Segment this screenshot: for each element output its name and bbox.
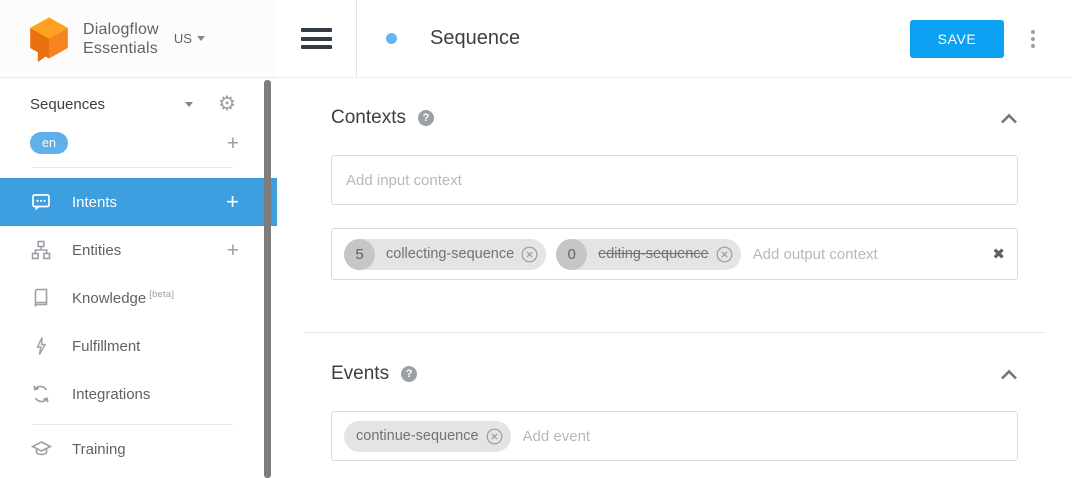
- event-field[interactable]: [522, 427, 1005, 445]
- more-options-button[interactable]: [1027, 26, 1039, 52]
- input-context-box: [331, 155, 1018, 205]
- events-heading: Events: [331, 363, 390, 384]
- lightning-icon: [30, 336, 52, 356]
- sitemap-icon: [30, 240, 52, 260]
- input-context-field[interactable]: [346, 171, 1005, 189]
- beta-badge: [beta]: [149, 289, 175, 300]
- contexts-section-header: Contexts ?: [331, 107, 1018, 129]
- intent-status-dot: [386, 33, 397, 44]
- remove-context-icon[interactable]: [521, 246, 538, 263]
- event-chip[interactable]: continue-sequence: [344, 420, 511, 452]
- intent-name-field[interactable]: Sequence: [430, 27, 521, 49]
- sidebar: Dialogflow Essentials US Sequences ⚙ en …: [0, 0, 277, 478]
- remove-event-icon[interactable]: [486, 428, 503, 445]
- clear-contexts-icon[interactable]: ✖: [992, 246, 1005, 263]
- output-context-box: 5 collecting-sequence 0 editing-sequence: [331, 228, 1018, 280]
- menu-toggle-button[interactable]: [277, 28, 356, 49]
- sync-icon: [30, 384, 52, 404]
- sidebar-divider: [32, 167, 233, 168]
- sidebar-item-label: Fulfillment: [72, 337, 141, 355]
- lifespan-badge[interactable]: 0: [556, 238, 588, 270]
- dialogflow-logo: [30, 16, 68, 62]
- intent-form: Contexts ? 5 collecting-sequence: [277, 78, 1072, 478]
- sidebar-nav: Intents + Entities +: [0, 178, 277, 473]
- language-row: en +: [0, 125, 277, 161]
- chevron-up-icon: [1001, 113, 1017, 124]
- remove-context-icon[interactable]: [716, 246, 733, 263]
- context-chip-label: editing-sequence: [598, 246, 709, 262]
- book-icon: [30, 288, 52, 308]
- events-box: continue-sequence: [331, 411, 1018, 461]
- add-intent-button[interactable]: +: [226, 189, 239, 214]
- kebab-icon: [1031, 29, 1035, 34]
- brand-line2: Essentials: [83, 39, 158, 57]
- gear-icon[interactable]: ⚙: [218, 93, 236, 115]
- events-section: Events ? continue-sequence: [331, 363, 1018, 461]
- chat-bubble-icon: [30, 192, 52, 212]
- sidebar-item-fulfillment[interactable]: Fulfillment: [0, 322, 277, 370]
- chevron-up-icon: [1001, 369, 1017, 380]
- save-button[interactable]: SAVE: [910, 19, 1004, 58]
- output-context-chip[interactable]: 5 collecting-sequence: [344, 238, 547, 270]
- help-icon[interactable]: ?: [401, 366, 418, 382]
- chevron-down-icon: [196, 36, 205, 41]
- sidebar-item-training[interactable]: Training: [0, 425, 277, 473]
- sidebar-item-integrations[interactable]: Integrations: [0, 370, 277, 418]
- collapse-contexts-button[interactable]: [1000, 112, 1018, 124]
- add-entity-button[interactable]: +: [226, 238, 239, 262]
- region-label: US: [173, 31, 192, 46]
- agent-selector-row: Sequences ⚙: [0, 83, 277, 125]
- sidebar-scrollbar[interactable]: [264, 80, 271, 478]
- section-divider: [304, 332, 1045, 333]
- header-divider: [356, 0, 357, 77]
- events-section-header: Events ?: [331, 363, 1018, 385]
- agent-name[interactable]: Sequences: [30, 95, 106, 113]
- sidebar-item-label: Entities: [72, 241, 122, 259]
- help-icon[interactable]: ?: [417, 110, 434, 126]
- sidebar-item-label: Integrations: [72, 385, 151, 403]
- agent-chevron-down-icon[interactable]: [185, 101, 193, 107]
- main-panel: Sequence SAVE Contexts ?: [277, 0, 1072, 478]
- brand-name: Dialogflow Essentials: [83, 20, 159, 58]
- sidebar-item-label: Knowledge[beta]: [72, 289, 175, 307]
- output-context-chip[interactable]: 0 editing-sequence: [556, 238, 741, 270]
- brand-line1: Dialogflow: [83, 20, 159, 38]
- sidebar-item-label: Training: [72, 440, 126, 458]
- hamburger-icon: [301, 28, 332, 49]
- contexts-heading: Contexts: [331, 107, 406, 128]
- region-selector[interactable]: US: [174, 31, 205, 46]
- add-language-button[interactable]: +: [226, 131, 239, 155]
- output-context-field[interactable]: [752, 245, 981, 263]
- sidebar-divider: [32, 424, 233, 425]
- graduation-cap-icon: [30, 439, 52, 459]
- brand-header: Dialogflow Essentials US: [0, 0, 277, 78]
- lifespan-badge[interactable]: 5: [344, 238, 375, 270]
- sidebar-item-label: Intents: [72, 193, 118, 211]
- intent-header: Sequence SAVE: [277, 0, 1072, 78]
- sidebar-item-intents[interactable]: Intents +: [0, 178, 277, 226]
- collapse-events-button[interactable]: [1000, 368, 1018, 380]
- event-chip-label: continue-sequence: [356, 428, 479, 444]
- sidebar-item-entities[interactable]: Entities +: [0, 226, 277, 274]
- sidebar-item-knowledge[interactable]: Knowledge[beta]: [0, 274, 277, 322]
- language-badge[interactable]: en: [30, 132, 68, 154]
- context-chip-label: collecting-sequence: [386, 246, 515, 262]
- contexts-section: Contexts ? 5 collecting-sequence: [331, 107, 1018, 280]
